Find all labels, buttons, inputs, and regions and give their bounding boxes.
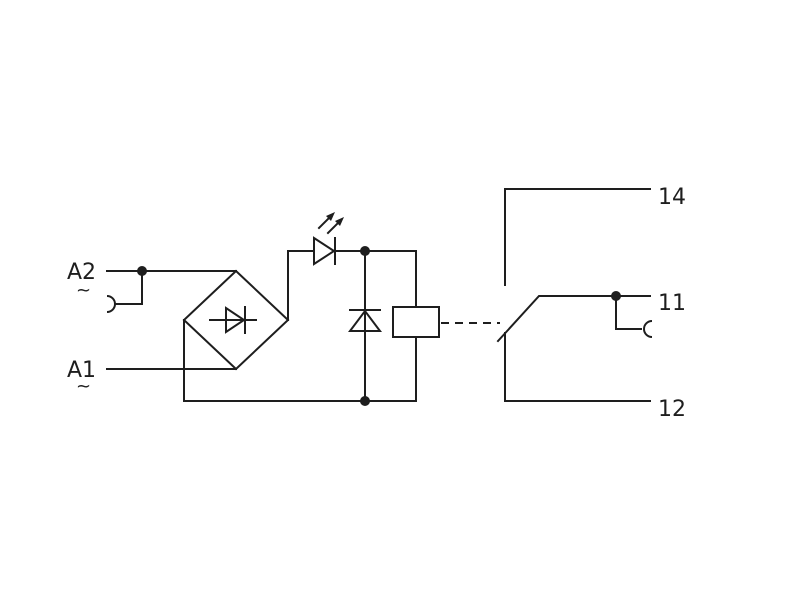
led-arrowhead-1: [326, 212, 335, 221]
rectifier-output-wire: [287, 250, 313, 321]
contact-12-wire: [504, 332, 651, 402]
terminal-a1: A1 ~: [67, 358, 96, 397]
terminal-11-bridge-hook: [643, 320, 653, 338]
a2-bridge-hook: [106, 295, 116, 313]
rectifier-diode-triangle: [225, 306, 246, 334]
bridge-rectifier: [182, 269, 290, 371]
led-triangle: [313, 236, 336, 266]
terminal-11-bridge-wire: [615, 295, 642, 330]
freewheel-diode-triangle: [348, 309, 382, 332]
return-wire: [183, 319, 417, 402]
terminal-a2-ac-symbol: ~: [76, 280, 91, 301]
changeover-contact: [496, 188, 651, 402]
terminal-a1-label: A1: [67, 358, 96, 383]
terminal-12-label: 12: [658, 397, 686, 422]
relay-coil: [392, 306, 440, 338]
terminal-11-label: 11: [658, 291, 686, 316]
contact-blade: [496, 295, 651, 343]
a2-bridge-wire: [115, 270, 143, 305]
freewheel-diode: [348, 250, 382, 402]
terminal-a2-label: A2: [67, 260, 96, 285]
terminal-14-label: 14: [658, 185, 686, 210]
top-rail-wire: [334, 250, 417, 308]
terminal-a1-ac-symbol: ~: [76, 376, 91, 397]
led-arrowhead-2: [335, 217, 344, 226]
bottom-junction-dot: [360, 396, 370, 406]
led-indicator: [313, 212, 344, 266]
rectifier-diamond: [182, 269, 290, 371]
contact-14-wire: [504, 188, 651, 286]
terminal-a2: A2 ~: [67, 260, 96, 301]
